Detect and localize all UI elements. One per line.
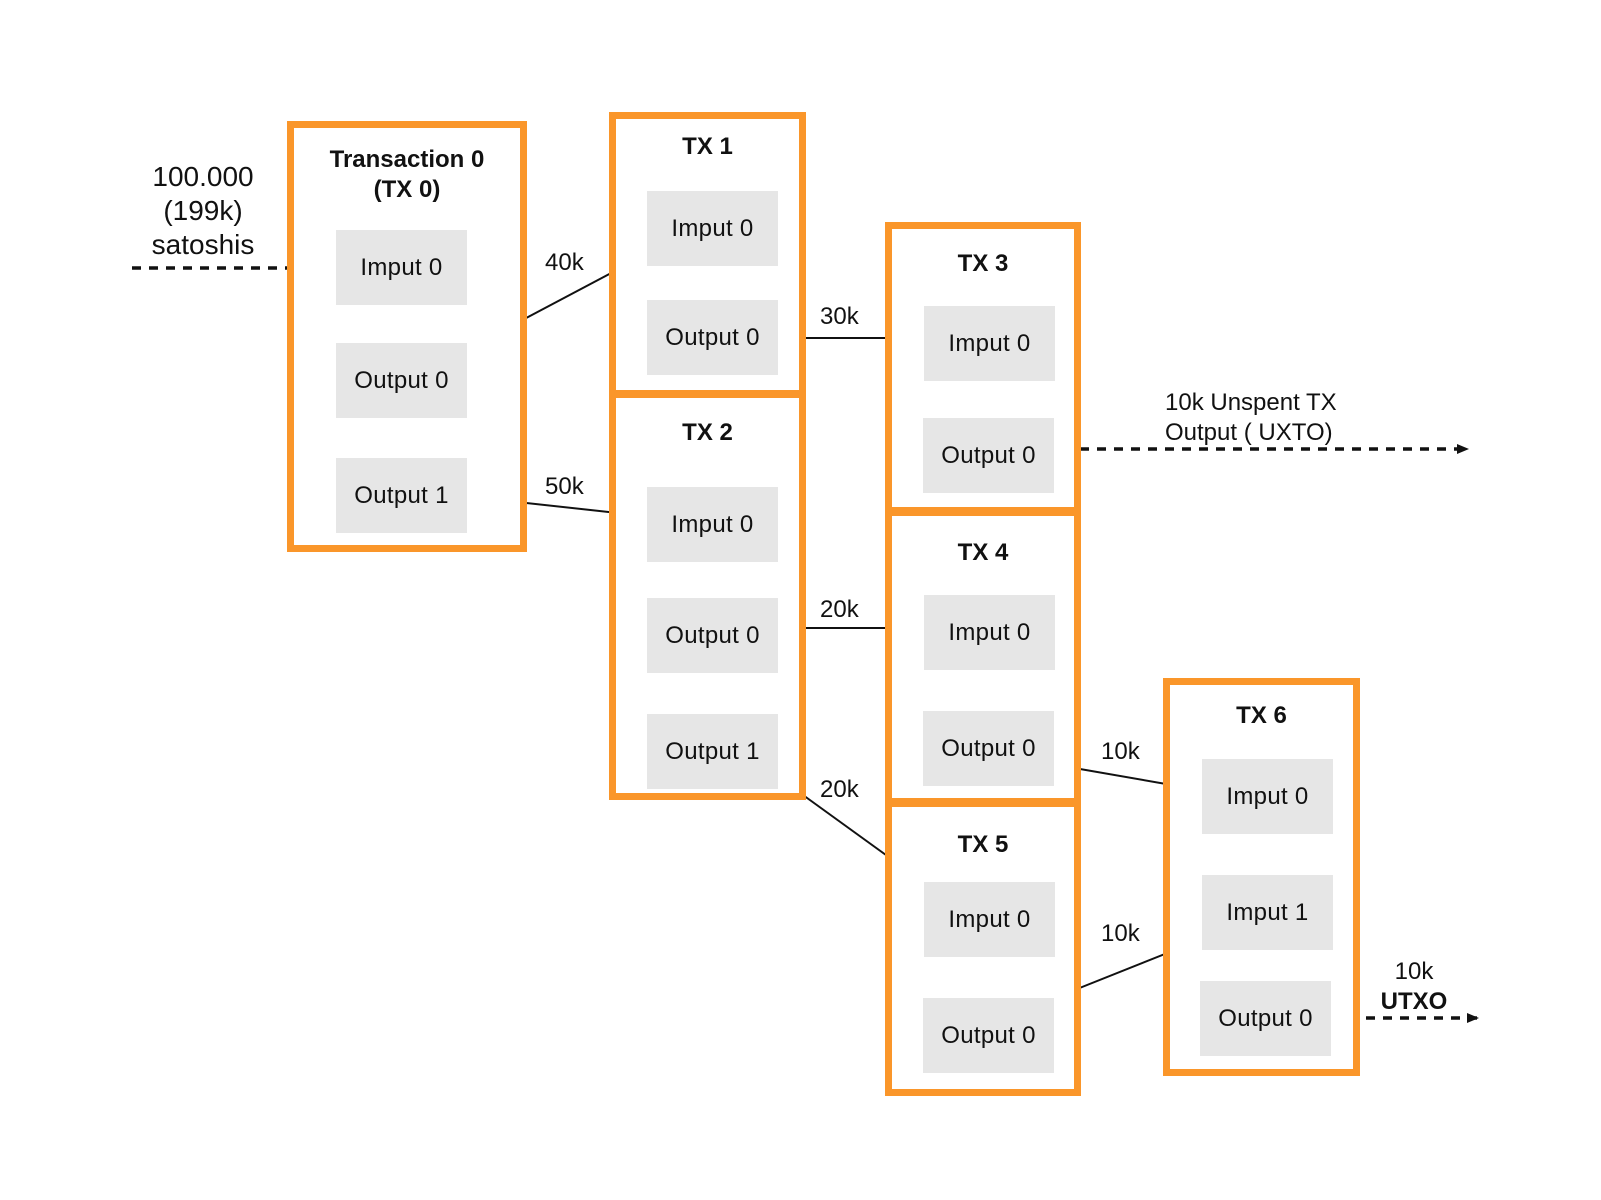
utxo-tag: UTXO	[1380, 988, 1448, 1015]
source-unit: satoshis	[151, 229, 255, 260]
tx1-box: TX 1 Imput 0 Output 0	[609, 112, 806, 397]
tx4-box: TX 4 Imput 0 Output 0	[885, 509, 1081, 805]
utxo-label-line2: Output ( UXTO)	[1165, 419, 1333, 446]
tx4-output0: Output 0	[923, 711, 1054, 786]
flow-label-20k-b: 20k	[820, 776, 859, 803]
tx1-input0: Imput 0	[647, 191, 778, 266]
tx3-title: TX 3	[957, 250, 1009, 277]
source-note: (199k)	[163, 195, 243, 226]
utxo-label-tx6: 10k UTXO	[1374, 957, 1454, 1017]
tx1-title: TX 1	[682, 133, 733, 160]
tx1-output0: Output 0	[647, 300, 778, 375]
utxo-label-line1: 10k Unspent TX	[1165, 389, 1337, 416]
flow-label-50k: 50k	[545, 473, 584, 500]
tx5-input0: Imput 0	[924, 882, 1055, 957]
tx3-output0: Output 0	[923, 418, 1054, 493]
tx2-input0: Imput 0	[647, 487, 778, 562]
source-label: 100.000 (199k) satoshis	[136, 160, 270, 262]
tx2-output0: Output 0	[647, 598, 778, 673]
tx4-title: TX 4	[957, 539, 1009, 566]
tx5-box: TX 5 Imput 0 Output 0	[885, 800, 1081, 1096]
flow-label-10k-b: 10k	[1101, 920, 1140, 947]
tx5-output0: Output 0	[923, 998, 1054, 1073]
flow-label-10k-a: 10k	[1101, 738, 1140, 765]
source-amount: 100.000	[152, 161, 254, 192]
tx6-output0: Output 0	[1200, 981, 1331, 1056]
tx2-output1: Output 1	[647, 714, 778, 789]
tx6-input1: Imput 1	[1202, 875, 1333, 950]
flow-label-30k: 30k	[820, 303, 859, 330]
flow-label-40k: 40k	[545, 249, 584, 276]
tx2-title: TX 2	[682, 419, 733, 446]
utxo-amount: 10k	[1394, 958, 1434, 985]
tx5-title: TX 5	[957, 831, 1009, 858]
tx3-input0: Imput 0	[924, 306, 1055, 381]
tx6-title: TX 6	[1236, 702, 1287, 729]
tx0-input0: Imput 0	[336, 230, 467, 305]
utxo-label-tx3: 10k Unspent TX Output ( UXTO)	[1165, 388, 1337, 448]
tx6-input0: Imput 0	[1202, 759, 1333, 834]
tx4-input0: Imput 0	[924, 595, 1055, 670]
tx0-output1: Output 1	[336, 458, 467, 533]
tx6-box: TX 6 Imput 0 Imput 1 Output 0	[1163, 678, 1360, 1076]
tx0-title: Transaction 0 (TX 0)	[329, 146, 485, 203]
tx2-box: TX 2 Imput 0 Output 0 Output 1	[609, 391, 806, 800]
tx0-box: Transaction 0 (TX 0) Imput 0 Output 0 Ou…	[287, 121, 527, 552]
flow-label-20k-a: 20k	[820, 596, 859, 623]
tx3-box: TX 3 Imput 0 Output 0	[885, 222, 1081, 514]
tx0-output0: Output 0	[336, 343, 467, 418]
